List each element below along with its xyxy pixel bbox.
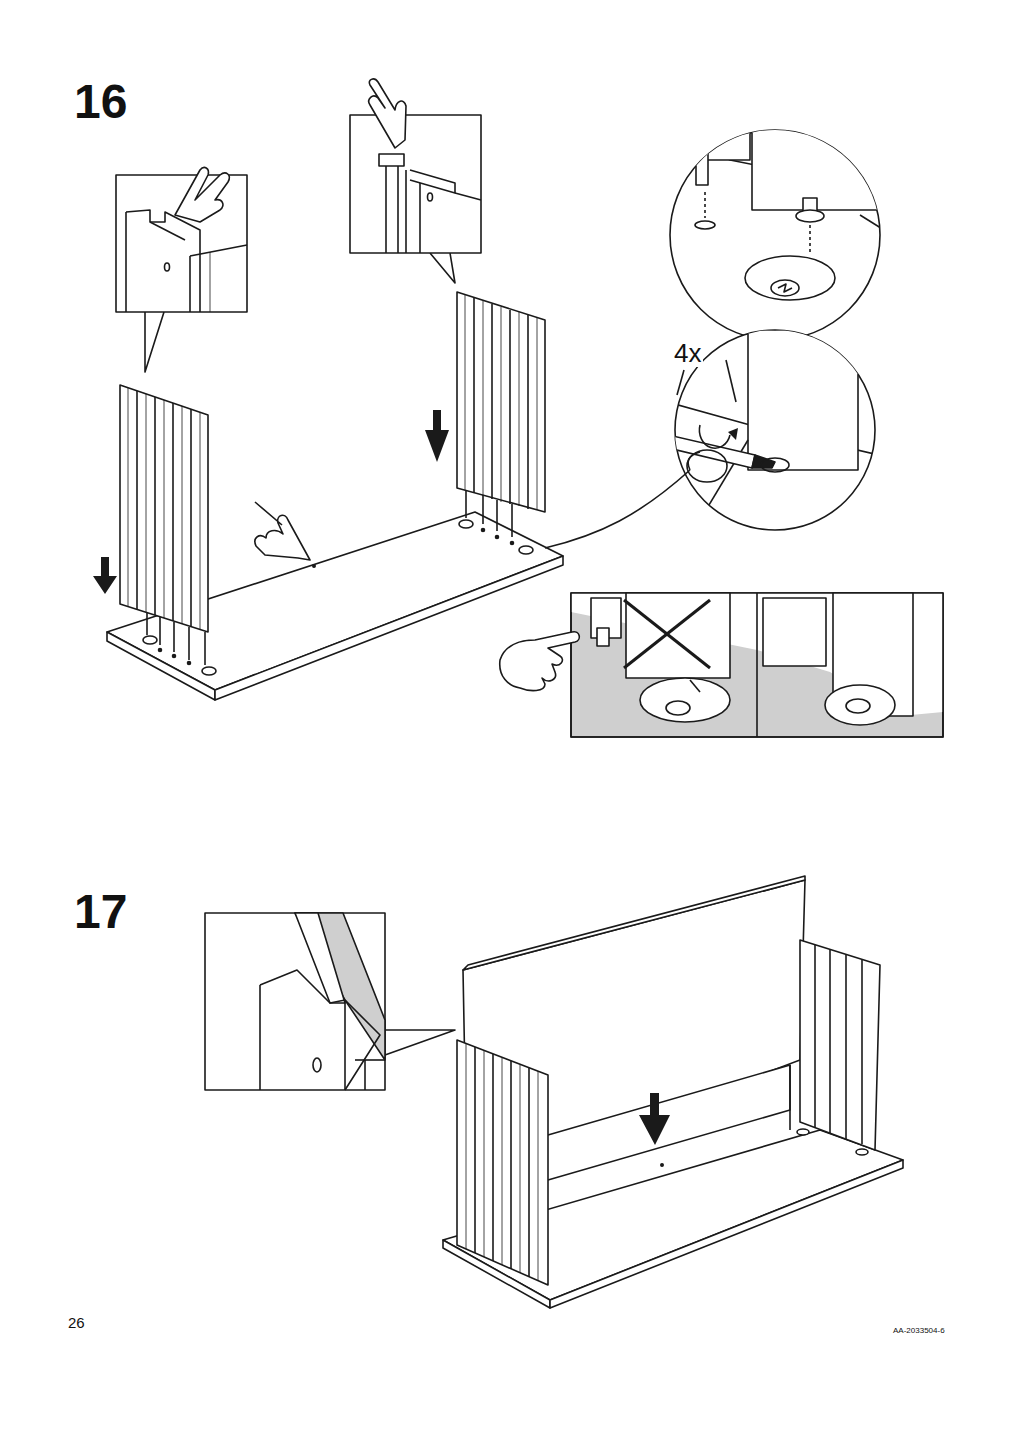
quantity-note: 4x	[672, 339, 703, 367]
detail-callout	[205, 913, 455, 1090]
leader-line	[677, 370, 684, 395]
page-number: 26	[68, 1315, 85, 1330]
warning-panel	[500, 593, 943, 737]
step-number: 17	[74, 888, 127, 936]
slatted-panel	[120, 385, 208, 665]
step-number: 16	[74, 78, 127, 126]
slatted-panel	[457, 292, 545, 537]
down-arrow	[425, 410, 449, 462]
slatted-panel	[457, 1040, 548, 1285]
leader-line	[545, 452, 700, 548]
down-arrow	[93, 557, 117, 594]
detail-callout	[350, 79, 481, 283]
slatted-panel	[797, 940, 880, 1155]
detail-circle	[640, 60, 980, 340]
detail-callout	[116, 168, 247, 372]
down-arrow	[639, 1093, 670, 1145]
rotation-ring	[687, 450, 727, 482]
detail-circle	[622, 330, 900, 530]
document-code: AA-2033504-6	[893, 1327, 945, 1335]
pointing-hand	[255, 502, 310, 560]
board-hole	[661, 1164, 663, 1166]
leader-line	[726, 360, 736, 402]
